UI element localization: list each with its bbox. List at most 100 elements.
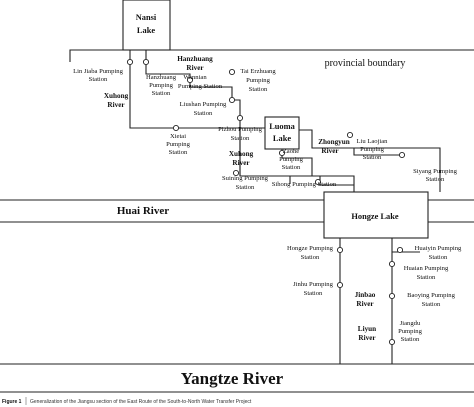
- nansi-lake-label-1: Nansi: [136, 13, 157, 22]
- svg-text:Baoying Pumping: Baoying Pumping: [407, 292, 456, 299]
- station-huaian-label: Huaian Pumping Station: [404, 265, 449, 281]
- station-jinhu-marker: [336, 281, 344, 289]
- station-hongze-label: Hongze Pumping Station: [287, 245, 334, 261]
- hanzhuang-river-label-1: Hanzhuang: [177, 55, 213, 63]
- station-xietai-label: Xietai Pumping Station: [166, 133, 191, 156]
- hongze-lake-box: [323, 191, 429, 239]
- station-liu-laojian-label: Liu Laojian Pumping Station: [357, 138, 389, 161]
- svg-text:Station: Station: [429, 254, 448, 261]
- station-baoying-marker: [388, 292, 396, 300]
- svg-text:Jinhu Pumping: Jinhu Pumping: [293, 281, 333, 288]
- svg-text:Station: Station: [194, 110, 213, 117]
- liyun-river-label-2: River: [358, 334, 376, 342]
- station-jiangdu-marker: [388, 338, 396, 346]
- station-xietai-marker: [172, 124, 180, 132]
- station-hanzhuang-label: Hanzhuang Pumping Station: [146, 74, 177, 97]
- station-liu-laojian-marker: [346, 131, 354, 139]
- nansi-lake-label-2: Lake: [137, 26, 155, 35]
- station-zaohe-marker: [278, 149, 286, 157]
- station-huaiyin-label: Huaiyin Pumping Station: [415, 245, 462, 261]
- svg-text:Suining Pumping: Suining Pumping: [222, 175, 269, 182]
- channel-east-zhongyun: [312, 147, 441, 192]
- svg-text:Station: Station: [401, 336, 420, 343]
- svg-text:Tai Erzhuang: Tai Erzhuang: [240, 68, 276, 75]
- svg-text:Station: Station: [363, 154, 382, 161]
- xuhong-river-label-a-2: River: [107, 101, 125, 109]
- station-jinhu-label: Jinhu Pumping Station: [293, 281, 333, 297]
- provincial-boundary: [69, 49, 474, 62]
- channel-luoma-south: [281, 149, 355, 192]
- station-hanzhuang-marker: [142, 58, 150, 66]
- svg-text:Station: Station: [426, 176, 445, 183]
- svg-text:Station: Station: [301, 254, 320, 261]
- svg-text:Liu Laojian: Liu Laojian: [357, 138, 389, 145]
- luoma-lake-box: [264, 116, 300, 150]
- station-pizhou-marker: [236, 114, 244, 122]
- xuhong-river-label-a-1: Xuhong: [104, 92, 129, 100]
- svg-text:Pumping: Pumping: [279, 156, 304, 163]
- station-lin-jiaba-label: Lin Jiaba Pumping Station: [73, 68, 124, 83]
- svg-text:Lin Jiaba Pumping: Lin Jiaba Pumping: [73, 68, 124, 75]
- station-baoying-label: Baoying Pumping Station: [407, 292, 456, 308]
- huai-river-label: Huai River: [117, 205, 169, 217]
- station-pizhou-label: Pizhou Pumping Station: [218, 126, 262, 142]
- svg-text:Huaian Pumping: Huaian Pumping: [404, 265, 449, 272]
- svg-text:Station: Station: [152, 90, 171, 97]
- svg-text:Station: Station: [304, 290, 323, 297]
- station-lin-jiaba-marker: [126, 58, 134, 66]
- caption-label: Figure 1: [2, 399, 22, 405]
- svg-text:Huaiyin Pumping: Huaiyin Pumping: [415, 245, 462, 252]
- svg-text:Liushan Pumping: Liushan Pumping: [180, 101, 227, 108]
- svg-text:Pumping: Pumping: [398, 328, 423, 335]
- svg-text:Station: Station: [89, 76, 108, 83]
- liyun-river-label-1: Liyun: [358, 325, 376, 333]
- station-huaian-marker: [388, 260, 396, 268]
- svg-text:Pumping Station: Pumping Station: [178, 83, 223, 90]
- hanzhuang-river-label-2: River: [186, 64, 204, 72]
- luoma-lake-label-1: Luoma: [269, 122, 295, 131]
- station-liushan-marker: [228, 96, 236, 104]
- xuhong-river-label-b-2: River: [232, 159, 250, 167]
- svg-text:Station: Station: [231, 135, 250, 142]
- svg-text:Xietai: Xietai: [170, 133, 186, 140]
- station-jiangdu-label: Jiangdu Pumping Station: [398, 320, 423, 343]
- station-suining-label: Suining Pumping Station: [222, 175, 269, 191]
- jinbao-river-label-2: River: [356, 300, 374, 308]
- station-sihong-label: Sihong Pumping Station: [272, 181, 337, 188]
- svg-text:Zaohe: Zaohe: [283, 148, 300, 155]
- svg-text:Hanzhuang: Hanzhuang: [146, 74, 177, 81]
- station-zaohe-label: Zaohe Pumping Station: [279, 148, 304, 171]
- svg-text:Station: Station: [422, 301, 441, 308]
- station-sihong-marker: [314, 178, 322, 186]
- svg-text:Pumping: Pumping: [360, 146, 385, 153]
- svg-text:Sihong Pumping Station: Sihong Pumping Station: [272, 181, 337, 188]
- provincial-boundary-label: provincial boundary: [325, 58, 406, 69]
- svg-text:Station: Station: [169, 149, 188, 156]
- svg-text:Station: Station: [249, 86, 268, 93]
- nansi-lake-box: [122, 0, 171, 51]
- svg-text:Wannian: Wannian: [183, 74, 207, 81]
- svg-text:Pizhou Pumping: Pizhou Pumping: [218, 126, 262, 133]
- station-hongze-marker: [336, 246, 344, 254]
- xuhong-river-label-b-1: Xuhong: [229, 150, 254, 158]
- caption-text: Generalization of the Jiangsu section of…: [30, 399, 252, 405]
- svg-text:Pumping: Pumping: [246, 77, 271, 84]
- svg-text:Station: Station: [417, 274, 436, 281]
- svg-text:Siyang Pumping: Siyang Pumping: [413, 168, 457, 175]
- station-liushan-label: Liushan Pumping Station: [180, 101, 227, 117]
- station-suining-marker: [232, 169, 240, 177]
- svg-text:Jiangdu: Jiangdu: [400, 320, 421, 327]
- svg-text:Pumping: Pumping: [166, 141, 191, 148]
- station-wannian-marker: [186, 76, 194, 84]
- zhongyun-river-label-1: Zhongyun: [318, 138, 350, 146]
- zhongyun-river-label-2: River: [321, 147, 339, 155]
- station-huaiyin-marker: [396, 246, 404, 254]
- station-tai-erzhuang-marker: [228, 68, 236, 76]
- hongze-lake-label: Hongze Lake: [351, 212, 399, 221]
- channel-hanzhuang: [145, 50, 241, 176]
- svg-text:Hongze Pumping: Hongze Pumping: [287, 245, 334, 252]
- svg-text:Station: Station: [282, 164, 301, 171]
- station-siyang-label: Siyang Pumping Station: [413, 168, 457, 183]
- jinbao-river-label-1: Jinbao: [355, 291, 376, 299]
- svg-text:Pumping: Pumping: [149, 82, 174, 89]
